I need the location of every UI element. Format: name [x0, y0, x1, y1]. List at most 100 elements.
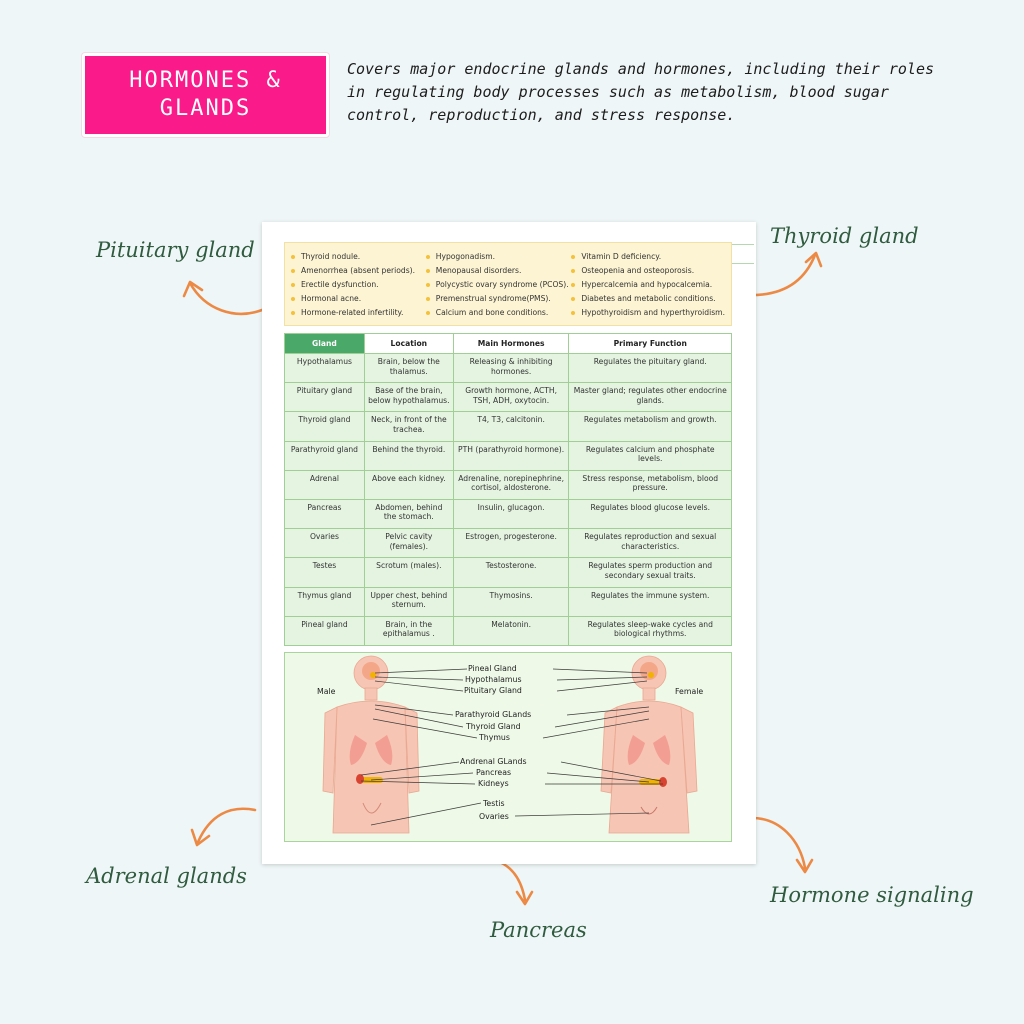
label-thymus: Thymus [479, 733, 510, 742]
endocrine-diagram: Male Female Pineal Gland Hypothalamus Pi… [284, 652, 732, 842]
cell-location: Scrotum (males). [363, 557, 454, 588]
condition-item: Vitamin D deficiency. [571, 250, 725, 264]
male-figure [322, 655, 420, 834]
header-main-hormones: Main Hormones [452, 333, 570, 354]
condition-item: Hypothyroidism and hyperthyroidism. [571, 306, 725, 320]
cell-gland: Pituitary gland [284, 382, 365, 413]
bullet-dot [425, 311, 430, 315]
cell-hormones: Growth hormone, ACTH, TSH, ADH, oxytocin… [452, 382, 570, 413]
cell-hormones: Thymosins. [452, 586, 570, 617]
cell-hormones: PTH (parathyroid hormone). [452, 440, 570, 471]
label-hypothalamus: Hypothalamus [465, 675, 522, 684]
cell-gland: Testes [284, 557, 365, 588]
cell-hormones: Melatonin. [452, 615, 570, 646]
condition-item: Hypogonadism. [425, 250, 572, 264]
condition-item: Polycystic ovary syndrome (PCOS). [425, 278, 572, 292]
cell-function: Regulates the immune system. [568, 586, 732, 617]
bullet-dot [571, 311, 576, 315]
header-gland: Gland [284, 333, 365, 354]
cell-gland: Ovaries [284, 528, 365, 559]
header-primary-function: Primary Function [568, 333, 732, 354]
callout-thyroid: Thyroid gland [770, 224, 919, 248]
bullet-dot [571, 283, 576, 287]
female-pancreas [639, 779, 661, 785]
bullet-dot [571, 269, 576, 273]
female-pineal [648, 672, 654, 678]
bullet-dot [425, 255, 430, 259]
bullet-dot [425, 297, 430, 301]
bullet-dot [571, 255, 576, 259]
conditions-column: Hypogonadism. Menopausal disorders. Poly… [425, 250, 572, 320]
arrow-pituitary [188, 281, 264, 315]
bullet-dot [425, 269, 430, 273]
cell-function: Regulates metabolism and growth. [568, 411, 732, 442]
cell-gland: Pancreas [284, 498, 365, 530]
cell-gland: Thyroid gland [284, 411, 365, 442]
bullet-dot [291, 283, 295, 287]
condition-item: Hormonal acne. [291, 292, 426, 306]
cell-location: Abdomen, behind the stomach. [363, 498, 454, 530]
header-location: Location [363, 333, 454, 354]
cell-function: Master gland; regulates other endocrine … [568, 382, 732, 413]
condition-item: Calcium and bone conditions. [425, 306, 572, 320]
condition-item: Erectile dysfunction. [291, 278, 426, 292]
arrow-signaling-head [795, 858, 814, 874]
title-line-1: HORMONES & [129, 68, 282, 93]
bullet-dot [425, 283, 430, 287]
cell-gland: Thymus gland [284, 586, 365, 617]
cell-hormones: T4, T3, calcitonin. [452, 411, 570, 442]
body-figures [322, 655, 698, 834]
condition-item: Hypercalcemia and hypocalcemia. [571, 278, 725, 292]
condition-item: Amenorrhea (absent periods). [291, 264, 426, 278]
condition-item: Premenstrual syndrome(PMS). [425, 292, 572, 306]
leader-lines [360, 668, 663, 826]
male-pineal [370, 672, 376, 678]
female-kidney [659, 777, 667, 787]
callout-pituitary: Pituitary gland [96, 238, 255, 262]
cell-location: Neck, in front of the trachea. [363, 411, 454, 442]
arrow-pancreas-head [515, 890, 534, 906]
condition-item: Osteopenia and osteoporosis. [571, 264, 725, 278]
condition-item: Thyroid nodule. [291, 250, 426, 264]
label-testis: Testis [483, 799, 505, 808]
callout-adrenal: Adrenal glands [86, 864, 247, 888]
condition-item: Hormone-related infertility. [291, 306, 426, 320]
bullet-dot [291, 297, 295, 301]
label-thyroid-gland: Thyroid Gland [466, 722, 521, 731]
table-header-row: Gland Location Main Hormones Primary Fun… [284, 333, 732, 354]
conditions-box: Thyroid nodule. Amenorrhea (absent perio… [284, 242, 732, 326]
cell-hormones: Estrogen, progesterone. [452, 528, 570, 559]
cell-hormones: Releasing & inhibiting hormones. [452, 352, 570, 384]
arrow-adrenal-head [190, 828, 211, 847]
worksheet-page: 4 Thyroid nodule. Amenorrhea (absent per… [262, 222, 756, 864]
arrow-pituitary-head [182, 280, 204, 298]
arrow-thyroid [750, 253, 817, 297]
cell-hormones: Testosterone. [452, 557, 570, 588]
cell-location: Behind the thyroid. [363, 440, 454, 471]
cell-gland: Parathyroid gland [284, 440, 365, 471]
cell-location: Above each kidney. [363, 469, 454, 500]
cell-gland: Adrenal [284, 469, 365, 500]
cell-location: Brain, in the epithalamus . [363, 615, 454, 646]
label-pancreas: Pancreas [476, 768, 512, 777]
female-figure [600, 655, 698, 834]
title-badge: HORMONES & GLANDS [82, 53, 329, 137]
cell-function: Regulates sperm production and secondary… [568, 557, 732, 588]
label-kidneys: Kidneys [478, 779, 509, 788]
female-label: Female [675, 687, 704, 696]
condition-item: Menopausal disorders. [425, 264, 572, 278]
arrow-adrenal [196, 807, 257, 844]
cell-location: Base of the brain, below hypothalamus. [363, 382, 454, 413]
male-testis [362, 802, 382, 814]
cell-hormones: Adrenaline, norepinephrine, cortisol, al… [452, 469, 570, 500]
cell-function: Regulates calcium and phosphate levels. [568, 440, 732, 471]
cell-function: Stress response, metabolism, blood press… [568, 469, 732, 500]
